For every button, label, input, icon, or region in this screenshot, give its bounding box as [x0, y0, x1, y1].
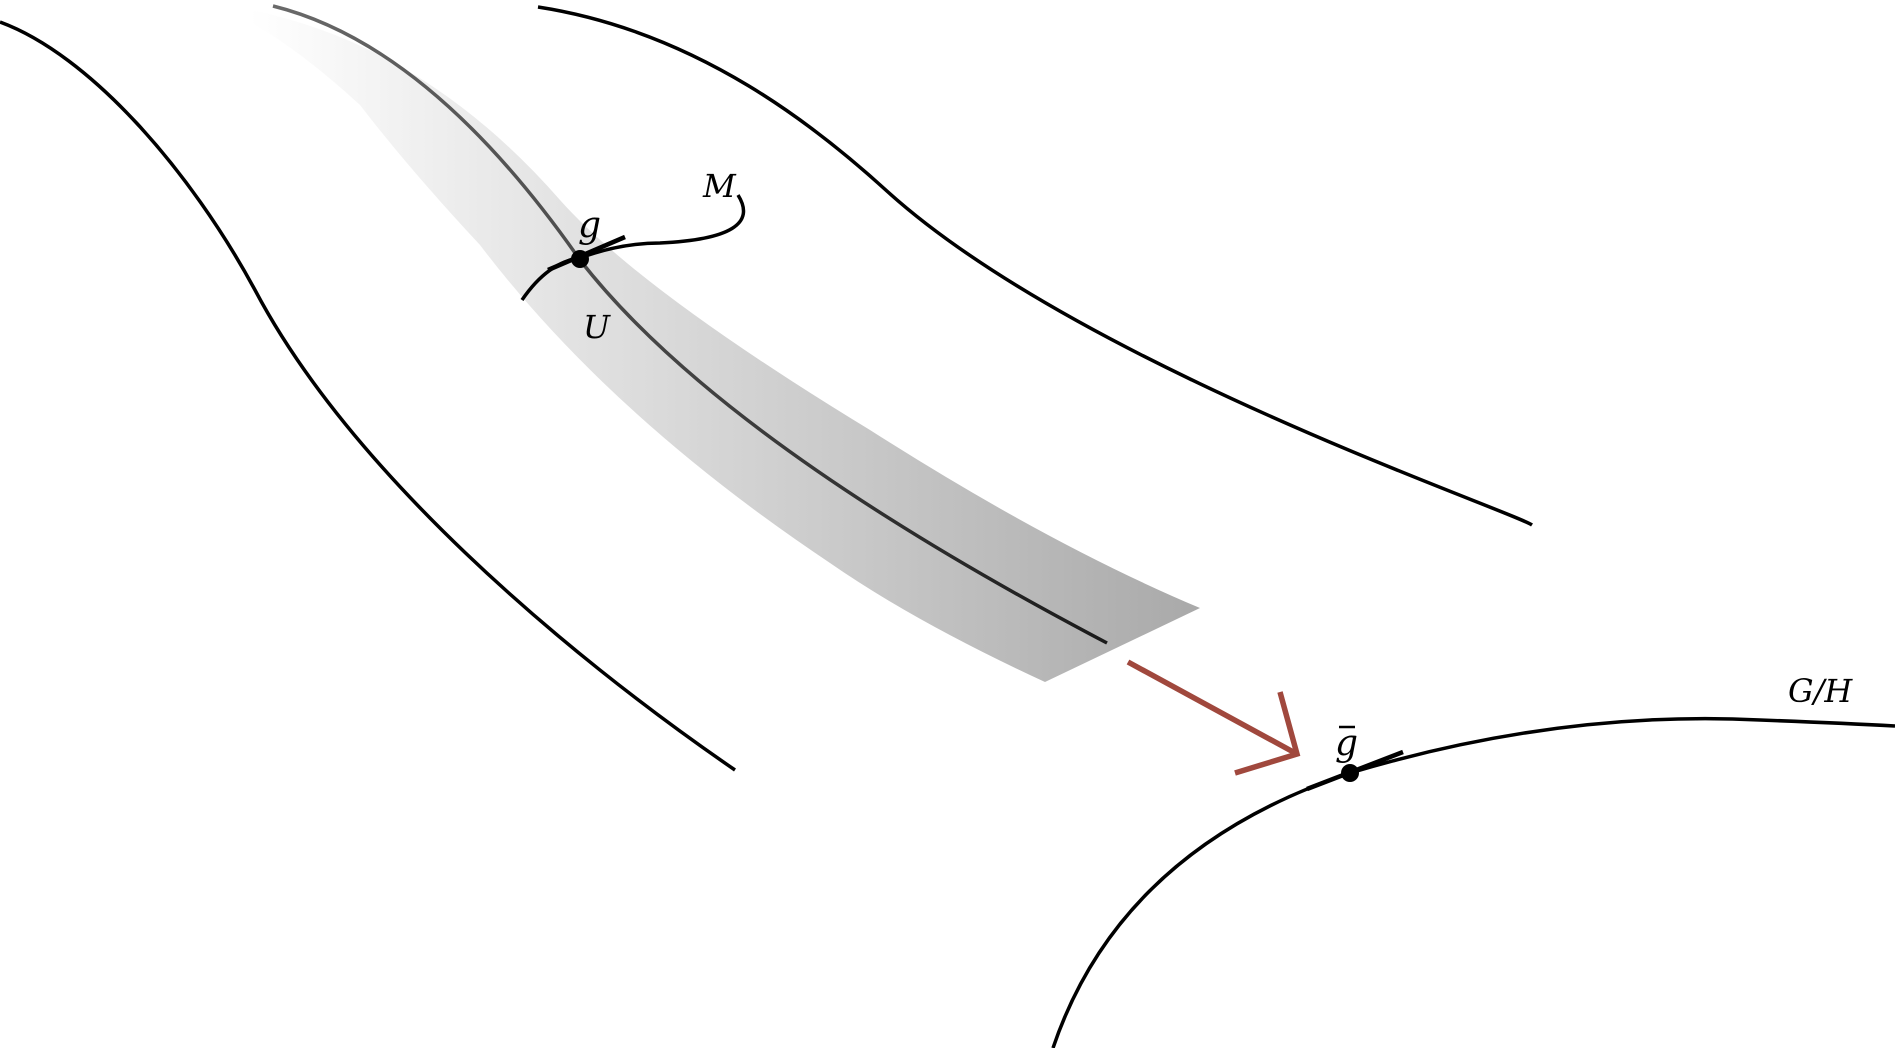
- label-u: U: [583, 308, 611, 346]
- label-g: g: [578, 205, 601, 246]
- label-quotient-space: G/H: [1788, 672, 1853, 710]
- label-g-bar: g: [1335, 723, 1358, 764]
- neighborhood-strip: [240, 8, 1200, 682]
- right-fiber-curve: [537, 5, 1533, 527]
- quotient-space-curve: [1051, 716, 1895, 1048]
- orbit-curve: [272, 4, 1108, 645]
- label-m: M: [702, 167, 737, 205]
- point-g-marker: [571, 250, 589, 268]
- point-g-bar-marker: [1341, 764, 1359, 782]
- projection-arrow: [1126, 659, 1301, 776]
- left-fiber-curve: [0, 20, 736, 772]
